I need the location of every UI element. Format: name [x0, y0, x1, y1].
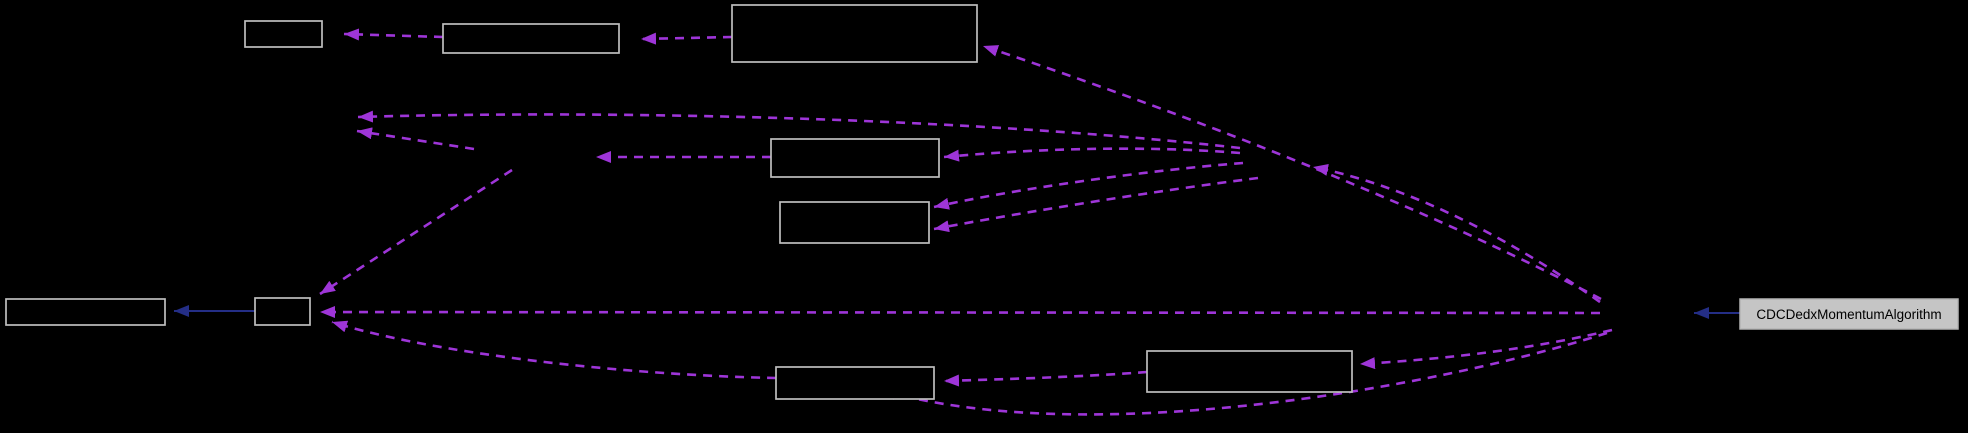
node-box-f[interactable]: [5, 298, 166, 326]
edge-node-i-to-node-h: [943, 370, 1148, 387]
edge-mid2-to-node-g: [319, 168, 513, 296]
main-node-box[interactable]: [1739, 298, 1959, 330]
edge-mid-to-node-d: [943, 147, 1241, 162]
edge-hub-to-node-i: [1359, 328, 1613, 370]
edge-node-b-to-node-a: [343, 28, 444, 41]
node-box-a[interactable]: [244, 20, 323, 48]
main-node-label: CDCDedxMomentumAlgorithm: [1756, 307, 1941, 322]
edge-node-c-to-node-b: [640, 32, 733, 45]
edge-hub-to-node-c: [982, 44, 1602, 301]
main-node[interactable]: CDCDedxMomentumAlgorithm: [1739, 298, 1959, 330]
node-box-g[interactable]: [254, 297, 311, 326]
node-box-c[interactable]: [731, 4, 978, 63]
edge-hub-to-node-h: [880, 331, 1608, 416]
node-box-h[interactable]: [775, 366, 935, 400]
node-box-d[interactable]: [770, 138, 940, 178]
node-box-i[interactable]: [1146, 350, 1353, 393]
edge-hub-to-mid: [1312, 164, 1601, 304]
edge-mid-to-node-e-2: [933, 176, 1259, 233]
edge-mid-to-node-e-1: [933, 161, 1244, 210]
node-box-e[interactable]: [779, 201, 930, 244]
edge-node-h-to-node-g: [331, 320, 777, 380]
edge-hub-to-node-g: [319, 306, 1601, 319]
node-box-b[interactable]: [442, 23, 620, 54]
edge-mid-to-mid1: [357, 110, 1241, 150]
edge-mid2-to-mid1: [356, 127, 475, 151]
